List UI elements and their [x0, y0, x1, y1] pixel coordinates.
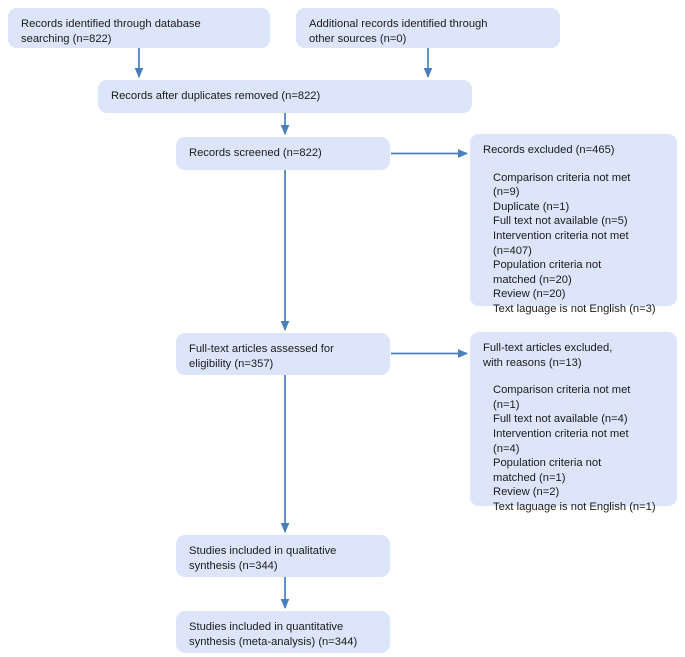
reason-item: Comparison criteria not met (n=1): [493, 384, 631, 411]
reason-item: Text laguage is not English (n=1): [493, 500, 656, 513]
node-label: Records identified through database sear…: [21, 18, 201, 45]
node-label: Full-text articles excluded, with reason…: [483, 342, 613, 369]
reason-item: Review (n=2): [493, 486, 560, 499]
node-fulltext-articles-assessed: Full-text articles assessed for eligibil…: [176, 333, 390, 375]
node-studies-included-qualitative: Studies included in qualitative synthesi…: [176, 535, 390, 577]
reason-item: Full text not available (n=5): [493, 215, 628, 228]
reason-item: Review (n=20): [493, 288, 566, 301]
node-fulltext-articles-excluded: Full-text articles excluded, with reason…: [470, 332, 677, 513]
reason-item: Intervention criteria not met (n=4): [493, 427, 629, 455]
node-label: Studies included in qualitative synthesi…: [189, 545, 337, 572]
node-records-screened: Records screened (n=822): [176, 137, 390, 170]
fulltext-excluded-reason-list: Comparison criteria not met (n=1) Full te…: [493, 383, 665, 514]
node-label: Records after duplicates removed (n=822): [111, 90, 321, 102]
records-excluded-reason-list: Comparison criteria not met (n=9)Duplica…: [493, 171, 665, 317]
node-studies-included-quantitative: Studies included in quantitative synthes…: [176, 611, 390, 653]
node-records-identified-database: Records identified through database sear…: [8, 8, 270, 48]
node-label: Additional records identified through ot…: [309, 18, 488, 45]
node-additional-records-other-sources: Additional records identified through ot…: [296, 8, 560, 48]
node-label: Full-text articles assessed for eligibil…: [189, 343, 334, 370]
reason-item: Comparison criteria not met (n=9): [493, 171, 631, 199]
node-records-excluded: Records excluded (n=465) Comparison crit…: [470, 134, 677, 315]
node-label: Records excluded (n=465): [483, 144, 615, 156]
reason-item: Duplicate (n=1): [493, 200, 570, 213]
reason-item: Population criteria not matched (n=20): [493, 259, 602, 286]
node-label: Studies included in quantitative synthes…: [189, 621, 358, 648]
reason-item: Intervention criteria not met (n=407): [493, 229, 629, 257]
node-records-after-duplicates-removed: Records after duplicates removed (n=822): [98, 80, 472, 113]
reason-item: Full text not available (n=4): [493, 413, 628, 426]
node-label: Records screened (n=822): [189, 147, 322, 159]
reason-item: Population criteria not matched (n=1): [493, 457, 602, 484]
reason-item: Text laguage is not English (n=3): [493, 302, 656, 315]
